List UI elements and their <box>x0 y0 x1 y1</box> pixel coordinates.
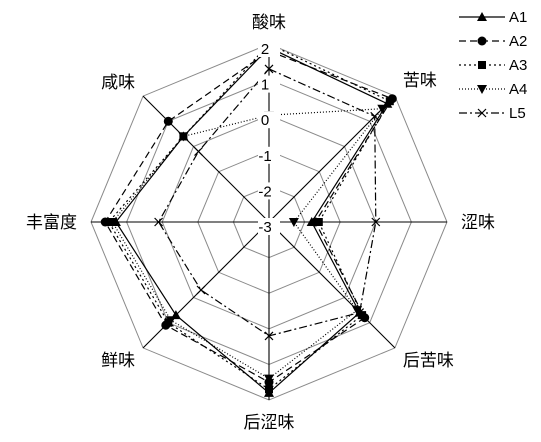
data-point <box>264 331 274 341</box>
series-L5 <box>154 64 381 341</box>
data-point <box>154 217 164 227</box>
legend-item: L5 <box>459 105 526 122</box>
axis-spoke <box>142 95 270 223</box>
legend-marker <box>477 108 487 118</box>
legend-label: A4 <box>509 81 527 98</box>
axis-label: 后涩味 <box>244 413 295 433</box>
tick-label: -3 <box>258 219 271 236</box>
data-point <box>107 218 118 227</box>
tick-label: 1 <box>261 77 269 94</box>
tick-label: 2 <box>261 41 269 58</box>
series-line <box>108 43 391 391</box>
data-point <box>164 318 173 327</box>
data-point <box>196 285 206 295</box>
legend-item: A2 <box>459 33 527 50</box>
tick-label-bg <box>258 40 280 57</box>
data-point <box>314 218 323 226</box>
axis-label: 酸味 <box>252 13 286 33</box>
data-point <box>163 116 173 126</box>
legend-item: A1 <box>459 9 527 26</box>
axis-label: 咸味 <box>101 73 135 93</box>
series-A3 <box>104 40 394 394</box>
tick-label-bg <box>258 111 280 129</box>
axis-label: 后苦味 <box>403 351 454 371</box>
legend-label: A1 <box>509 9 527 26</box>
data-point <box>264 374 274 384</box>
legend-marker <box>477 12 487 21</box>
legend-marker <box>477 85 487 94</box>
data-point <box>370 111 380 121</box>
legend-item: A3 <box>459 57 527 74</box>
data-point <box>265 385 273 394</box>
tick-label: -1 <box>258 148 271 165</box>
tick-label-bg <box>258 146 280 164</box>
series-A1 <box>110 42 393 397</box>
tick-label-layer: 2 1 0 -1 -2 -3 <box>258 40 280 236</box>
data-point <box>178 132 189 142</box>
axis-label: 涩味 <box>461 213 495 233</box>
series-layer <box>100 40 397 397</box>
tick-label-bg <box>258 218 280 235</box>
data-point <box>288 218 299 227</box>
legend-marker <box>477 36 487 46</box>
legend-label: A3 <box>509 57 527 74</box>
tick-label-bg <box>258 182 280 200</box>
tick-label: 0 <box>261 112 269 129</box>
data-point <box>264 64 274 74</box>
data-point <box>355 308 365 318</box>
legend-item: A4 <box>459 81 527 98</box>
axis-label: 鲜味 <box>101 351 135 371</box>
data-point <box>371 217 381 227</box>
axis-label: 苦味 <box>403 71 437 91</box>
axis-spoke <box>268 221 396 349</box>
data-point <box>385 97 394 106</box>
legend-marker <box>478 61 486 69</box>
data-point <box>104 218 113 226</box>
legend-label: L5 <box>509 105 526 122</box>
data-point <box>165 316 176 326</box>
tick-label-bg <box>258 75 280 93</box>
data-point <box>377 104 388 114</box>
legend-box <box>452 2 540 126</box>
axis-label: 丰富度 <box>26 213 77 233</box>
tick-label: -2 <box>258 183 271 200</box>
data-point <box>194 147 203 156</box>
legend-label: A2 <box>509 33 527 50</box>
